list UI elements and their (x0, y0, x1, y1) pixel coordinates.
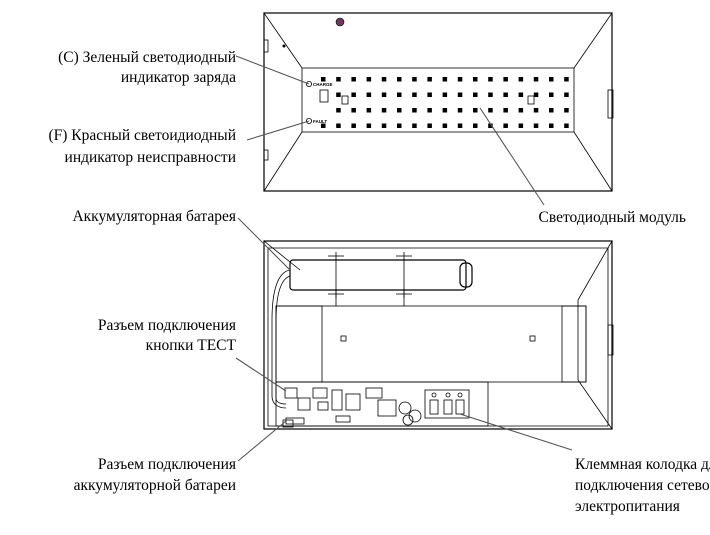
led-dot (381, 108, 387, 113)
led-dot (503, 108, 508, 113)
test-connector-label-1: Разъем подключения (98, 317, 236, 334)
led-dot (351, 108, 356, 113)
fault-led-label-2: индикатор неисправности (65, 149, 236, 166)
battery-icon (271, 252, 473, 409)
led-dot (503, 123, 508, 128)
charge-mark: CHARGE (313, 82, 333, 87)
terminal-block-label-2: подключения сетевого (575, 477, 710, 494)
led-dot (564, 92, 569, 97)
led-dot (381, 123, 387, 128)
led-dot (488, 77, 493, 82)
led-dot (336, 92, 341, 97)
led-dot (457, 108, 463, 113)
led-dot (351, 123, 356, 128)
led-dot (488, 108, 493, 113)
fault-mark: FAULT (313, 119, 327, 124)
led-dot (442, 77, 448, 82)
led-dot (412, 123, 417, 128)
led-dot (457, 77, 463, 82)
screw-icon (335, 17, 345, 27)
led-dot (397, 92, 402, 97)
led-dot (564, 123, 569, 128)
leader-lines (235, 55, 573, 462)
led-dot (473, 123, 478, 128)
led-dot (503, 92, 508, 97)
led-dot (366, 108, 372, 113)
led-dot (564, 77, 569, 82)
led-dot (366, 92, 372, 97)
battery-connector-label-1: Разъем подключения (98, 456, 236, 473)
led-dot (488, 123, 493, 128)
led-grid-icon (321, 77, 569, 128)
led-dot (321, 123, 326, 128)
test-connector-label-2: кнопки ТЕСТ (146, 337, 237, 354)
led-dot (442, 123, 448, 128)
charge-led-label-2: индикатор заряда (121, 69, 236, 86)
led-dot (412, 108, 417, 113)
led-dot (473, 92, 478, 97)
battery-label: Аккумуляторная батарея (72, 208, 236, 225)
led-dot (533, 92, 539, 97)
led-dot (503, 77, 508, 82)
led-dot (397, 123, 402, 128)
led-dot (442, 108, 448, 113)
led-dot (533, 108, 539, 113)
charge-led-label-1: (C) Зеленый светодиодный (58, 49, 236, 66)
led-dot (518, 123, 524, 128)
led-module-label: Светодиодный модуль (539, 209, 686, 226)
led-dot (397, 77, 402, 82)
led-dot (381, 77, 387, 82)
led-dot (473, 108, 478, 113)
led-dot (549, 123, 554, 128)
led-dot (336, 77, 341, 82)
led-dot (518, 92, 524, 97)
led-dot (518, 77, 524, 82)
led-indicators: CHARGE FAULT (305, 81, 535, 125)
led-dot (533, 77, 539, 82)
led-dot (442, 92, 448, 97)
fault-led-label-1: (F) Красный светоидиодный (48, 127, 236, 144)
pcb-icon (275, 381, 489, 428)
led-dot (351, 77, 356, 82)
led-dot (366, 123, 372, 128)
led-dot (427, 108, 432, 113)
led-dot (488, 92, 493, 97)
led-dot (321, 77, 326, 82)
led-dot (397, 108, 402, 113)
led-dot (518, 108, 524, 113)
led-dot (336, 123, 341, 128)
led-dot (427, 123, 432, 128)
led-dot (427, 92, 432, 97)
terminal-block-label-3: электропитания (575, 498, 680, 515)
led-dot (457, 123, 463, 128)
led-dot (549, 92, 554, 97)
terminal-block-label-1: Клеммная колодка для (575, 456, 710, 473)
bottom-housing (263, 240, 614, 430)
led-dot (427, 77, 432, 82)
led-dot (336, 108, 341, 113)
led-dot (412, 77, 417, 82)
led-dot (351, 92, 356, 97)
led-dot (533, 123, 539, 128)
led-dot (473, 77, 478, 82)
terminal-block-icon (424, 389, 470, 419)
battery-connector-label-2: аккумуляторной батареи (74, 477, 236, 494)
led-dot (381, 92, 387, 97)
led-dot (549, 108, 554, 113)
led-dot (549, 77, 554, 82)
top-housing (263, 12, 614, 192)
led-dot (457, 92, 463, 97)
led-dot (412, 92, 417, 97)
led-dot (366, 77, 372, 82)
led-dot (564, 108, 569, 113)
